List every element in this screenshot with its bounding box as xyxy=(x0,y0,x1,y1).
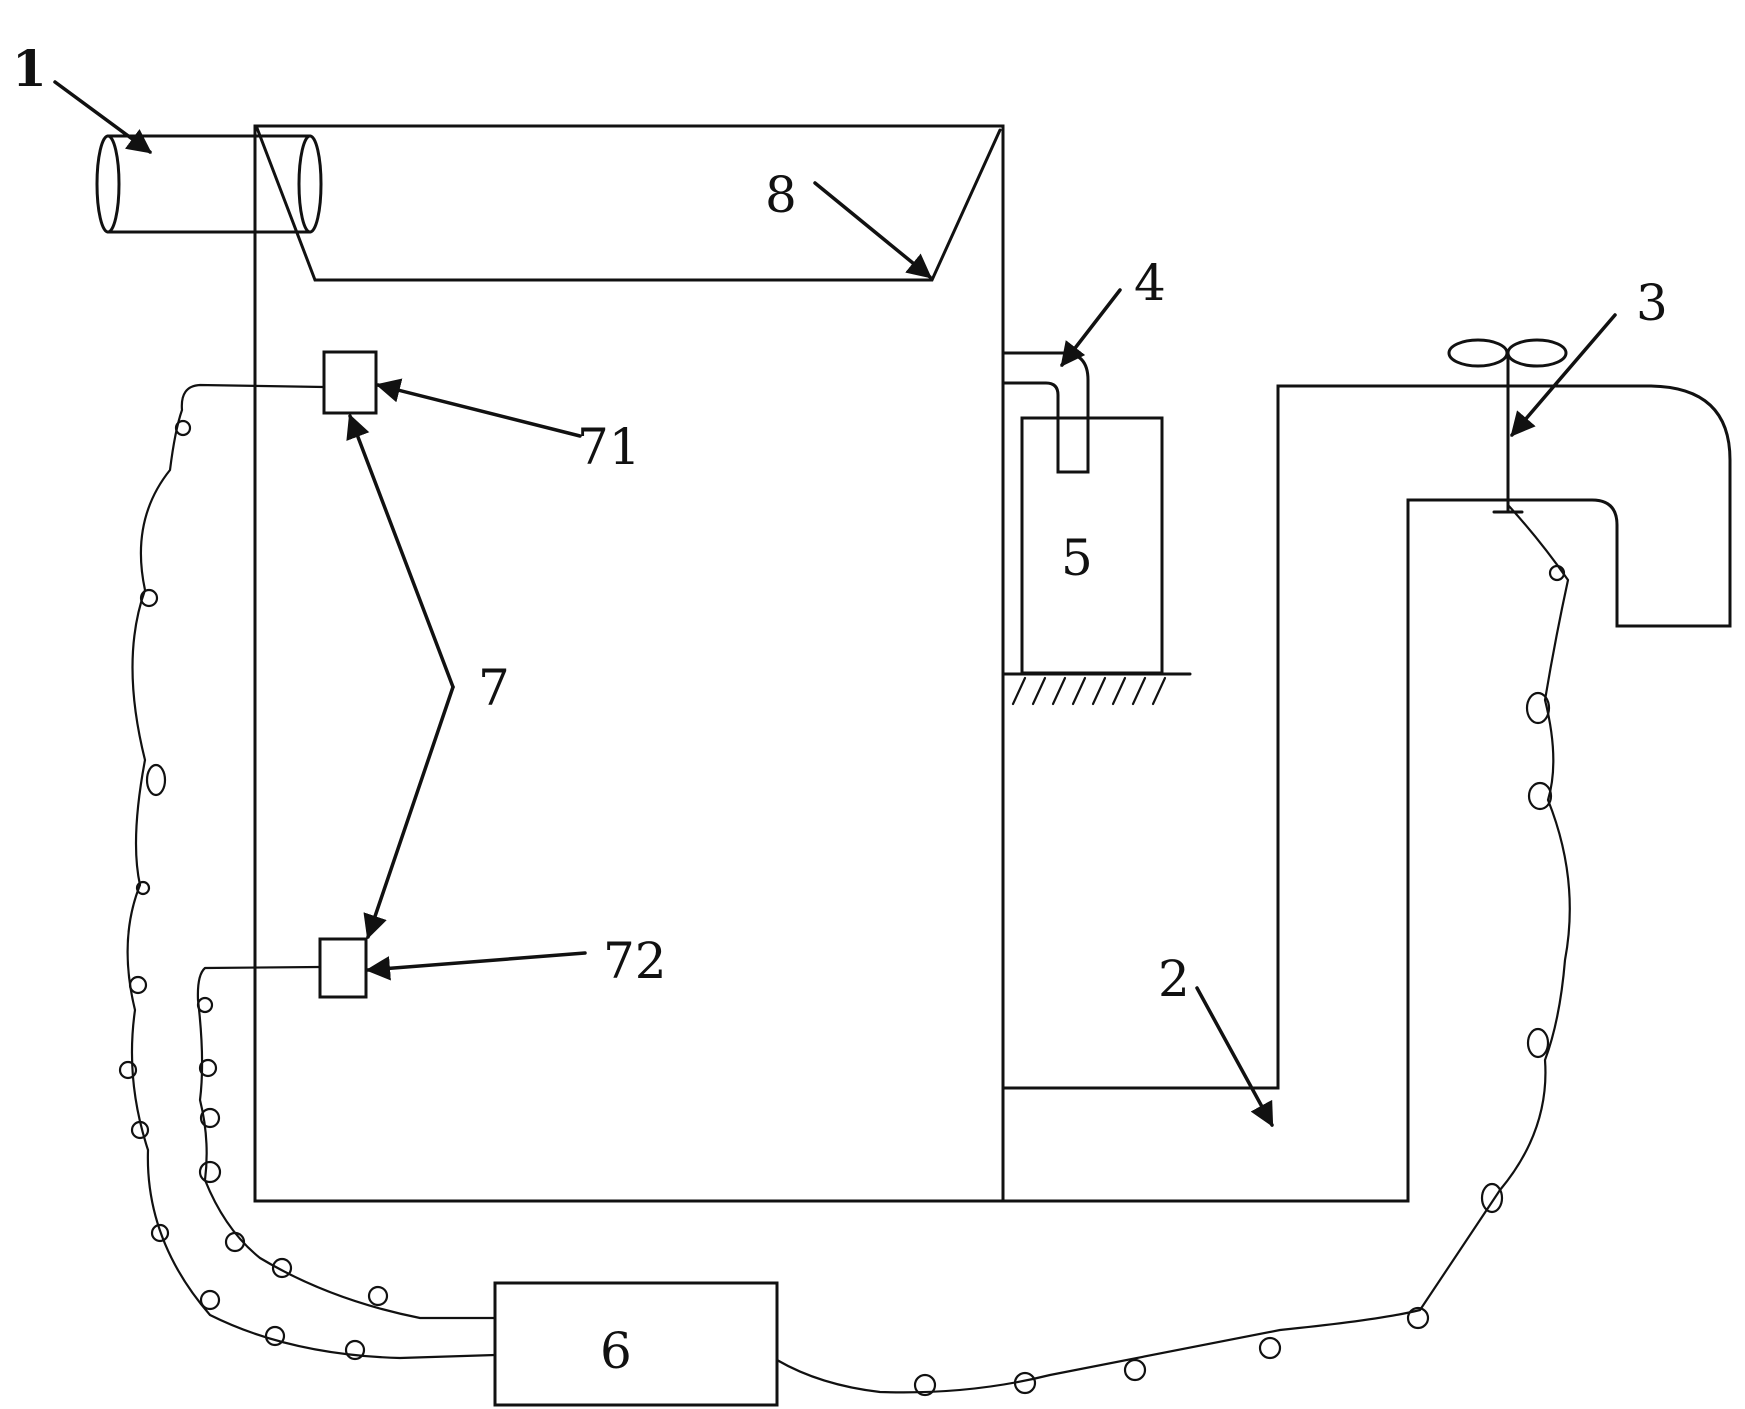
label-71: 71 xyxy=(577,418,641,476)
leader-72 xyxy=(365,951,587,981)
label-8: 8 xyxy=(765,166,797,224)
ground-hatch xyxy=(1001,672,1192,706)
main-tank xyxy=(253,124,1005,1203)
outlet-pipe xyxy=(1001,384,1732,1203)
wire-coils xyxy=(118,419,1566,1397)
sensor-72 xyxy=(318,937,368,999)
label-3: 3 xyxy=(1636,274,1668,332)
leader-71 xyxy=(375,378,582,438)
label-7: 7 xyxy=(478,659,510,717)
hopper xyxy=(255,126,1002,282)
label-6: 6 xyxy=(600,1322,632,1380)
wire-sensor-72 xyxy=(196,965,497,1320)
leader-4 xyxy=(1060,288,1122,367)
label-72: 72 xyxy=(603,932,667,990)
wire-valve xyxy=(775,503,1571,1394)
leader-7-lower xyxy=(363,685,455,940)
leader-2 xyxy=(1195,986,1274,1128)
leader-1 xyxy=(53,80,152,154)
leader-3 xyxy=(1510,313,1617,437)
leader-7-upper xyxy=(346,413,455,689)
wire-sensor-71 xyxy=(126,383,497,1360)
label-4: 4 xyxy=(1134,254,1166,312)
label-5: 5 xyxy=(1061,529,1093,587)
label-1: 1 xyxy=(12,39,47,98)
controller-box xyxy=(493,1281,779,1407)
inlet-pipe xyxy=(95,134,323,234)
sensor-71 xyxy=(322,350,378,415)
overflow-pipe xyxy=(1001,351,1090,474)
valve xyxy=(1447,338,1568,514)
label-2: 2 xyxy=(1158,950,1190,1008)
leader-8 xyxy=(813,181,932,279)
